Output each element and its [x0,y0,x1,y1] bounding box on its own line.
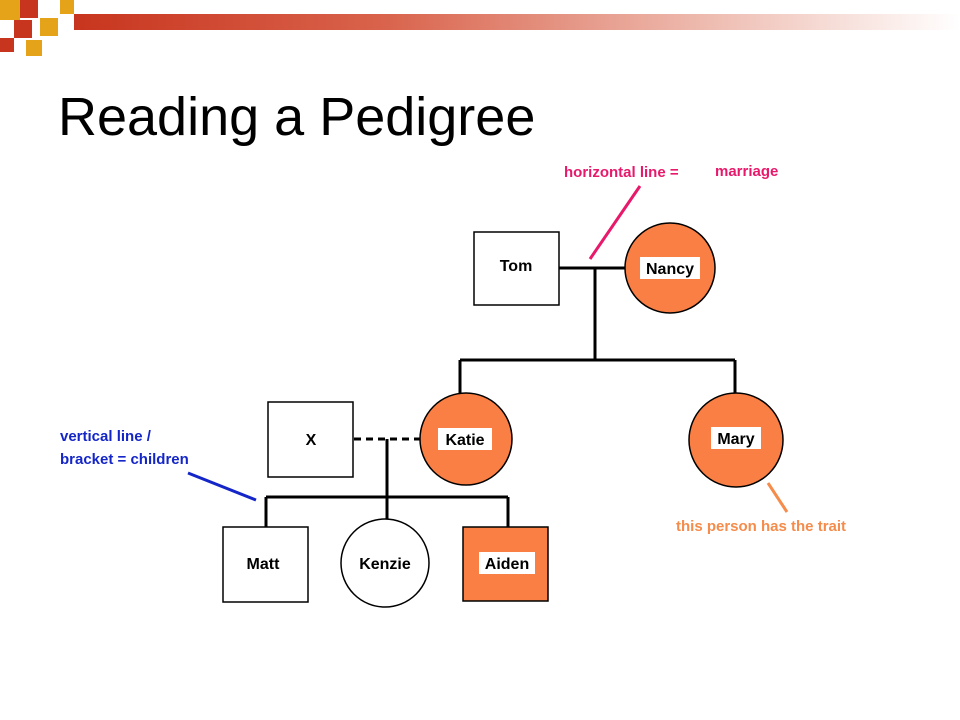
person-aiden: Aiden [462,526,549,602]
deco-square-red-3 [0,38,14,52]
annotation-children-line1: vertical line / [60,428,152,445]
kenzie-circle [340,518,430,608]
person-mary: Mary [688,392,784,488]
x-square [267,401,354,478]
person-katie: Katie [419,392,513,486]
nancy-label: Nancy [646,261,694,278]
marriage-pointer [588,185,642,260]
annotation-children-line2: bracket = children [60,451,189,468]
annotation-marriage-left: horizontal line = [564,164,679,181]
deco-square-red-1 [20,0,38,18]
children-pointer [187,471,257,502]
katie-label-box [438,428,492,450]
x-label: X [306,432,317,449]
person-matt: Matt [222,526,309,603]
annotation-marriage: horizontal line = marriage [564,163,778,260]
deco-square-gold-4 [26,40,42,56]
annotation-marriage-right: marriage [715,163,778,180]
deco-square-gold-2 [60,0,74,14]
person-x: X [267,401,354,478]
annotation-children: vertical line / bracket = children [60,428,257,502]
person-tom: Tom [473,231,560,306]
deco-square-gold-3 [40,18,58,36]
mary-label: Mary [717,431,754,448]
tom-square [473,231,560,306]
katie-label: Katie [445,432,484,449]
nancy-label-box [640,257,700,279]
mary-label-box [711,427,761,449]
matt-square [222,526,309,603]
matt-label: Matt [247,556,281,573]
person-nancy: Nancy [624,222,716,314]
aiden-label: Aiden [485,556,529,573]
annotation-trait: this person has the trait [676,482,846,535]
aiden-label-box [479,552,535,574]
annotation-trait-text: this person has the trait [676,518,846,535]
deco-square-gold-1 [0,0,20,20]
tom-label: Tom [500,258,533,275]
kenzie-label: Kenzie [359,556,411,573]
trait-pointer [766,482,789,513]
deco-gradient-bar [74,14,960,30]
person-kenzie: Kenzie [340,518,430,608]
slide-title: Reading a Pedigree [58,87,536,147]
deco-square-red-2 [14,20,32,38]
